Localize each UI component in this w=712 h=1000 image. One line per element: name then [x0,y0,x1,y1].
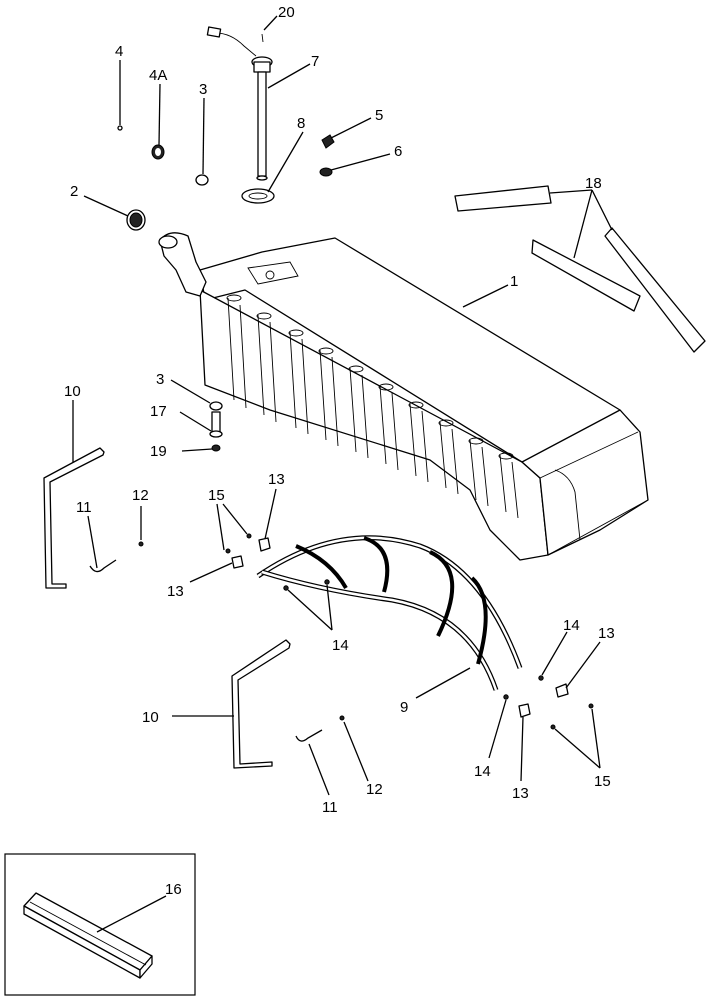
callout-19: 19 [150,443,167,460]
callout-1: 1 [510,273,518,290]
nut-15-d [588,703,594,709]
rail-16 [23,892,153,979]
bolt-14-c [538,675,544,681]
fuel-sender [206,26,273,181]
part-3-oring-top [195,174,209,186]
callout-17: 17 [150,403,167,420]
nut-15-a [246,533,252,539]
callout-2: 2 [70,183,78,200]
callout-11-upper: 11 [76,499,92,516]
nut-12-upper [138,541,144,547]
callout-12-lower: 12 [366,781,383,798]
inset-frame [4,853,196,996]
part-17-drain-valve [209,411,223,438]
callout-5: 5 [375,107,383,124]
callout-14-right-bottom: 14 [474,763,491,780]
callout-8: 8 [297,115,305,132]
part-3-oring-lower [209,401,223,411]
bracket-13-b [231,555,244,569]
part-6-plug [319,167,333,177]
callout-labels: 20 4 4A 7 3 5 8 6 18 2 1 3 10 17 19 13 1… [64,4,615,898]
callout-15-upper: 15 [208,487,225,504]
nut-12-lower [339,715,345,721]
bolt-14-a [283,585,289,591]
decal-18c [604,227,706,353]
tank-guard-frame-9 [256,535,523,691]
fuel-tank [158,232,649,561]
hook-11-lower [295,729,323,742]
callout-11-lower: 11 [322,799,338,816]
leader-lines [72,15,613,933]
callout-18: 18 [585,175,602,192]
strap-10-upper [43,447,105,589]
callout-4: 4 [115,43,123,60]
part-5-clamp [321,134,335,149]
part-4-pin [117,125,123,131]
part-20-screw [261,33,264,43]
callout-13-a: 13 [268,471,285,488]
callout-15-lower: 15 [594,773,611,790]
bolt-14-d [503,694,509,700]
callout-3-lower: 3 [156,371,164,388]
callout-16: 16 [165,881,182,898]
callout-9: 9 [400,699,408,716]
bracket-13-c [555,683,569,698]
nut-15-b [225,548,231,554]
callout-14-left: 14 [332,637,349,654]
callout-14-right-top: 14 [563,617,580,634]
decal-18a [454,185,552,212]
bracket-13-a [258,537,271,552]
callout-13-d: 13 [512,785,529,802]
callout-12-upper: 12 [132,487,149,504]
bracket-13-d [518,703,531,718]
part-19-plug [211,444,221,452]
callout-13-c: 13 [598,625,615,642]
part-4a-grommet [151,144,165,160]
nut-15-c [550,724,556,730]
hook-11-upper [89,559,117,573]
callout-4a: 4A [149,67,167,84]
callout-20: 20 [278,4,295,21]
callout-10-lower: 10 [142,709,159,726]
callout-3-top: 3 [199,81,207,98]
callout-6: 6 [394,143,402,160]
callout-13-b: 13 [167,583,184,600]
strap-10-lower [231,639,291,769]
callout-10-upper: 10 [64,383,81,400]
callout-7: 7 [311,53,319,70]
decal-18b [531,239,641,312]
fuel-cap [126,209,146,231]
part-8-gasket [241,188,275,204]
bolt-14-b [324,579,330,585]
